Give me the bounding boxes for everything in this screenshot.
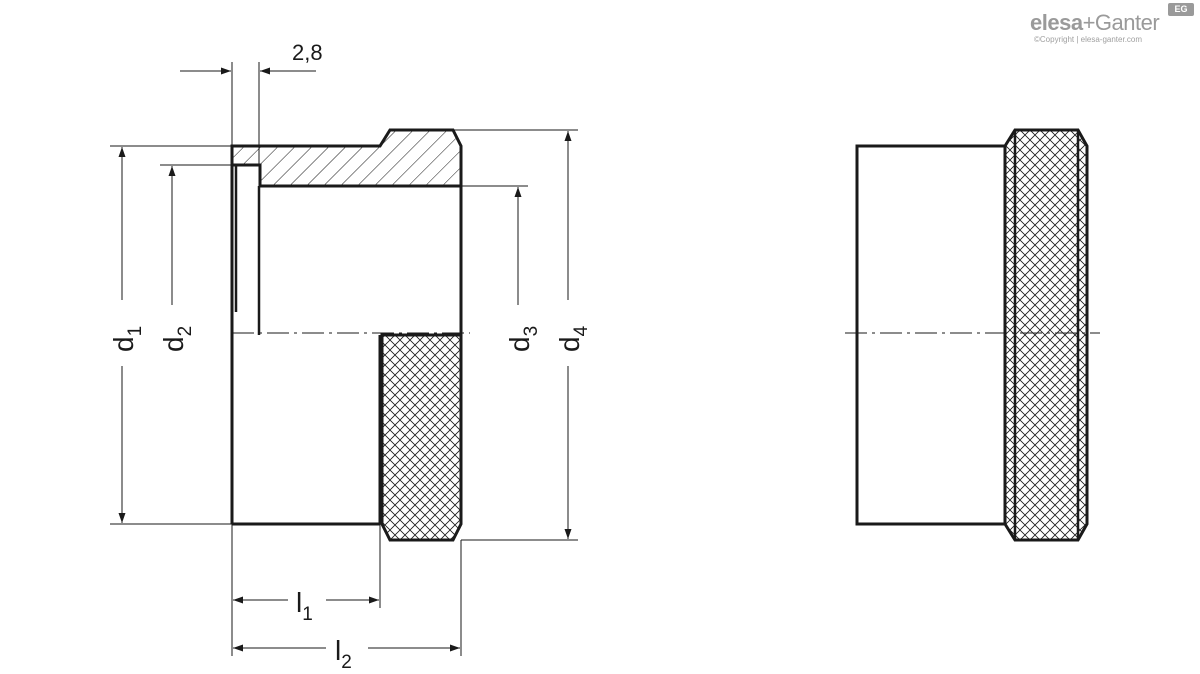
exterior-view: [845, 128, 1100, 542]
exterior-body: [855, 144, 1007, 526]
knurled-collar-section: [380, 333, 463, 542]
dimension-labels: 2,8 d1 d2 d3 d4 l1 l2: [108, 40, 592, 673]
d4-label: d4: [554, 325, 592, 352]
brand-logo: elesa+Ganter: [1030, 10, 1160, 35]
dimension-lines: [110, 62, 578, 656]
copyright-text: ©Copyright | elesa-ganter.com: [1034, 35, 1143, 44]
l2-label: l2: [335, 635, 352, 673]
d1-label: d1: [108, 326, 146, 352]
l1-label: l1: [296, 587, 313, 625]
brand-badge: EG: [1168, 3, 1194, 16]
exterior-knurled-collar: [1003, 128, 1089, 542]
thickness-label: 2,8: [292, 40, 323, 65]
d2-label: d2: [158, 326, 196, 352]
hatched-wall-section: [230, 128, 463, 188]
d3-label: d3: [504, 326, 542, 352]
section-view: [230, 128, 470, 542]
